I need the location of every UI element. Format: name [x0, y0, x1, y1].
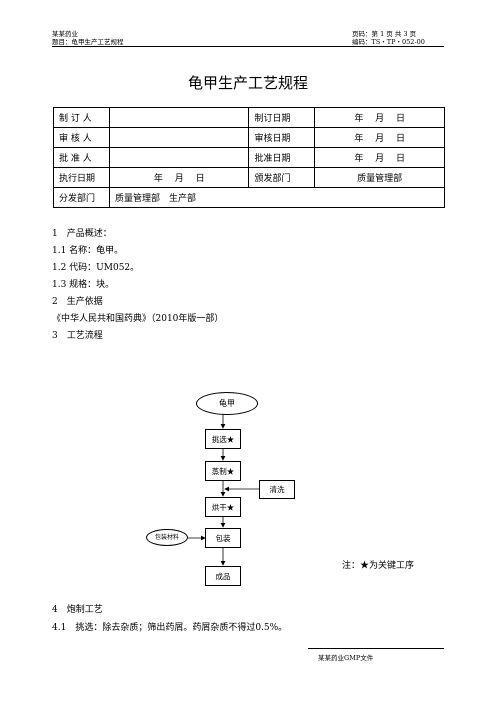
flow-step-steaming: 蒸制★ [205, 461, 241, 481]
table-row: 执行日期 年 月 日 颁发部门 质量管理部 [53, 167, 445, 188]
cell-label: 制 订 人 [53, 107, 110, 128]
cell-value [108, 107, 250, 128]
body-line: 1.1 名称：龟甲。 [52, 246, 124, 256]
cell-value: 年 月 日 [314, 127, 445, 148]
table-row: 分发部门 质量管理部 生产部 [53, 187, 446, 208]
header-subject: 题目：龟甲生产工艺规程 [52, 38, 124, 46]
body-line: 1.2 代码：UM052。 [52, 263, 140, 273]
table-row: 批 准 人 批准日期 年 月 日 [53, 147, 445, 168]
cell-value [108, 127, 250, 148]
header-company: 某某药业 [52, 30, 78, 38]
flow-end-product: 成品 [205, 566, 241, 586]
flow-side-cleaning: 清洗 [259, 480, 295, 499]
cell-label: 审核日期 [248, 127, 316, 148]
flow-step-drying: 烘干★ [205, 497, 241, 517]
cell-value: 质量管理部 [314, 167, 445, 188]
section-heading: 3 工艺流程 [52, 331, 103, 341]
footer-rule [308, 648, 444, 649]
section-heading: 4 炮制工艺 [52, 605, 103, 615]
table-row: 制 订 人 制订日期 年 月 日 [53, 107, 445, 128]
footer-text: 某某药业GMP文件 [318, 654, 374, 662]
cell-value [108, 147, 250, 168]
cell-value: 年 月 日 [108, 167, 250, 188]
cell-label: 执行日期 [53, 167, 110, 188]
flow-step-packaging: 包装 [205, 528, 241, 548]
cell-label: 颁发部门 [248, 167, 316, 188]
section-heading: 2 生产依据 [52, 297, 103, 307]
cell-label: 批 准 人 [53, 147, 110, 168]
table-row: 审 核 人 审核日期 年 月 日 [53, 127, 445, 148]
header-page-info: 页码：第 1 页 共 3 页 [352, 30, 417, 38]
body-line: 1.3 规格：块。 [52, 280, 115, 290]
body-line: 《中华人民共和国药典》（2010年版一部） [52, 314, 224, 324]
header-rule [52, 46, 444, 47]
cell-value: 年 月 日 [314, 147, 445, 168]
cell-value: 年 月 日 [314, 107, 445, 128]
body-line: 4.1 挑选：除去杂质；筛出药屑。药屑杂质不得过0.5%。 [52, 623, 288, 633]
section-heading: 1 产品概述： [52, 229, 112, 239]
key-process-note: 注：★为关键工序 [342, 561, 415, 571]
header-doc-code: 编码：TS・TP・052-00 [352, 38, 425, 46]
cell-label: 分发部门 [53, 187, 110, 208]
flow-start-node: 龟甲 [196, 392, 258, 415]
flow-side-packaging-material: 包装材料 [146, 529, 188, 546]
cell-value: 质量管理部 生产部 [108, 187, 446, 208]
cell-label: 批准日期 [248, 147, 316, 168]
cell-label: 审 核 人 [53, 127, 110, 148]
flow-step-sorting: 挑选★ [205, 429, 241, 449]
page-title: 龟甲生产工艺规程 [187, 74, 308, 92]
cell-label: 制订日期 [248, 107, 316, 128]
approval-table: 制 订 人 制订日期 年 月 日 审 核 人 审核日期 年 月 日 批 准 人 … [53, 107, 446, 208]
